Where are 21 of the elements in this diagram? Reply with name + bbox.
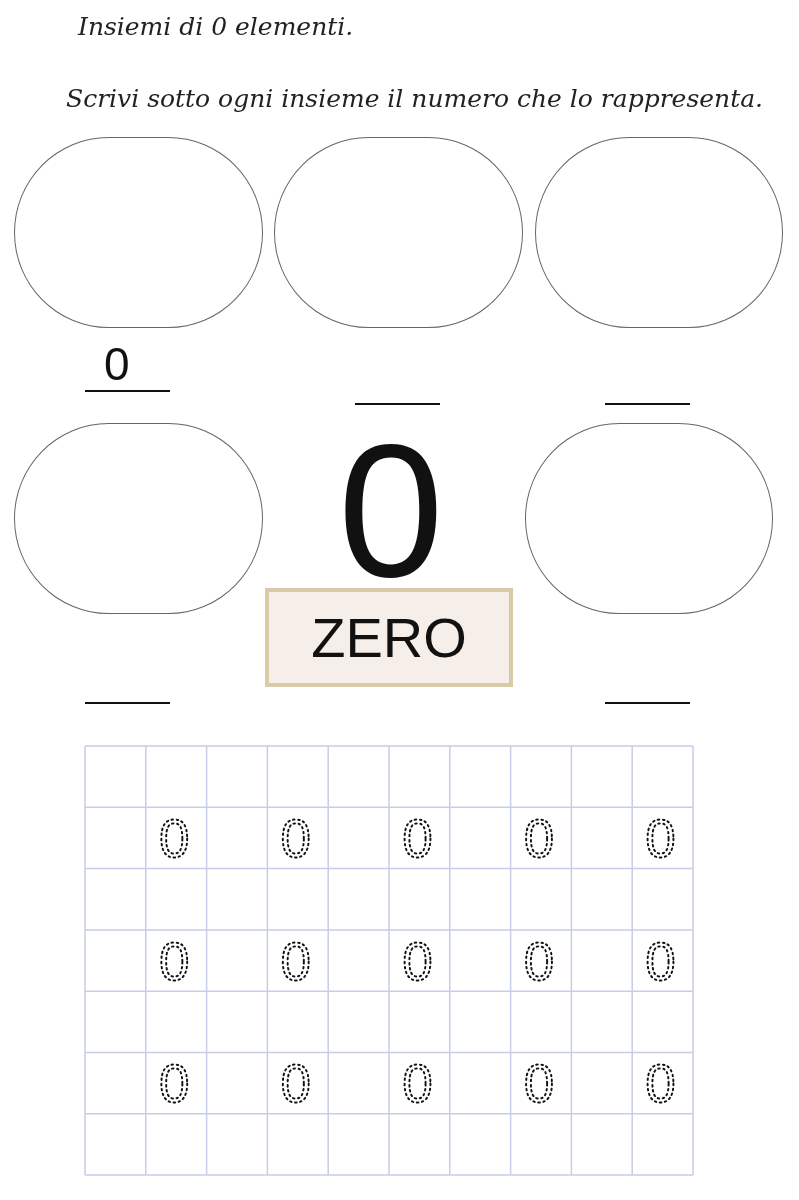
tracing-digit: 0 [524,807,554,868]
tracing-digit: 0 [402,930,433,991]
tracing-digit: 0 [645,930,676,991]
tracing-digit: 0 [159,1053,190,1114]
instruction-text: Scrivi sotto ogni insieme il numero che lo rappresenta. [66,84,764,113]
tracing-digit: 0 [524,1053,554,1114]
word-card [265,588,513,687]
worksheet-title: Insiemi di 0 elementi. [78,12,354,41]
number-word: ZERO [311,605,467,670]
tracing-digit: 0 [645,1053,676,1114]
tracing-digit: 0 [159,930,190,991]
tracing-digit: 0 [159,807,190,868]
big-numeral: 0 [338,425,444,595]
tracing-digit: 0 [280,1053,311,1114]
tracing-digit: 0 [402,807,433,868]
tracing-digit: 0 [402,1053,433,1114]
tracing-digit: 0 [645,807,676,868]
written-answer: 0 [104,340,130,388]
tracing-digit: 0 [524,930,554,991]
tracing-digit: 0 [280,807,311,868]
tracing-digit: 0 [280,930,311,991]
